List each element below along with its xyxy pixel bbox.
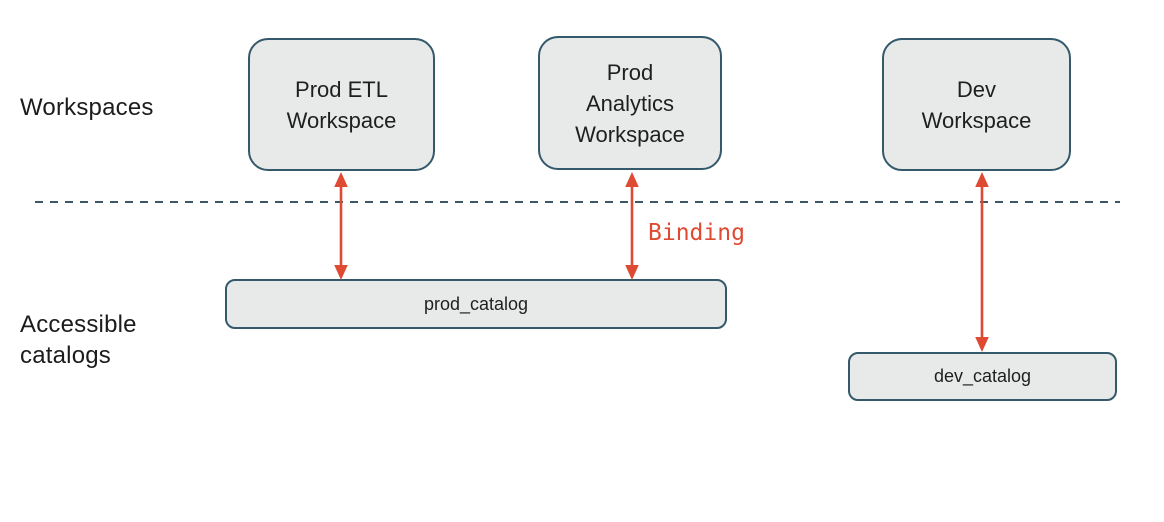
- binding-label: Binding: [648, 220, 745, 246]
- workspace-node-prod-etl: Prod ETL Workspace: [248, 38, 435, 171]
- double-arrow-dev-icon: [975, 172, 989, 352]
- workspace-node-dev: Dev Workspace: [882, 38, 1071, 171]
- double-arrow-binding-icon: [625, 172, 639, 280]
- catalog-node-prod: prod_catalog: [225, 279, 727, 329]
- row-label-workspaces: Workspaces: [20, 94, 154, 121]
- row-label-accessible-catalogs: Accessible catalogs: [20, 311, 137, 369]
- double-arrow-prod-etl-icon: [334, 172, 348, 280]
- workspace-node-prod-analytics: Prod Analytics Workspace: [538, 36, 722, 170]
- catalog-node-dev: dev_catalog: [848, 352, 1117, 401]
